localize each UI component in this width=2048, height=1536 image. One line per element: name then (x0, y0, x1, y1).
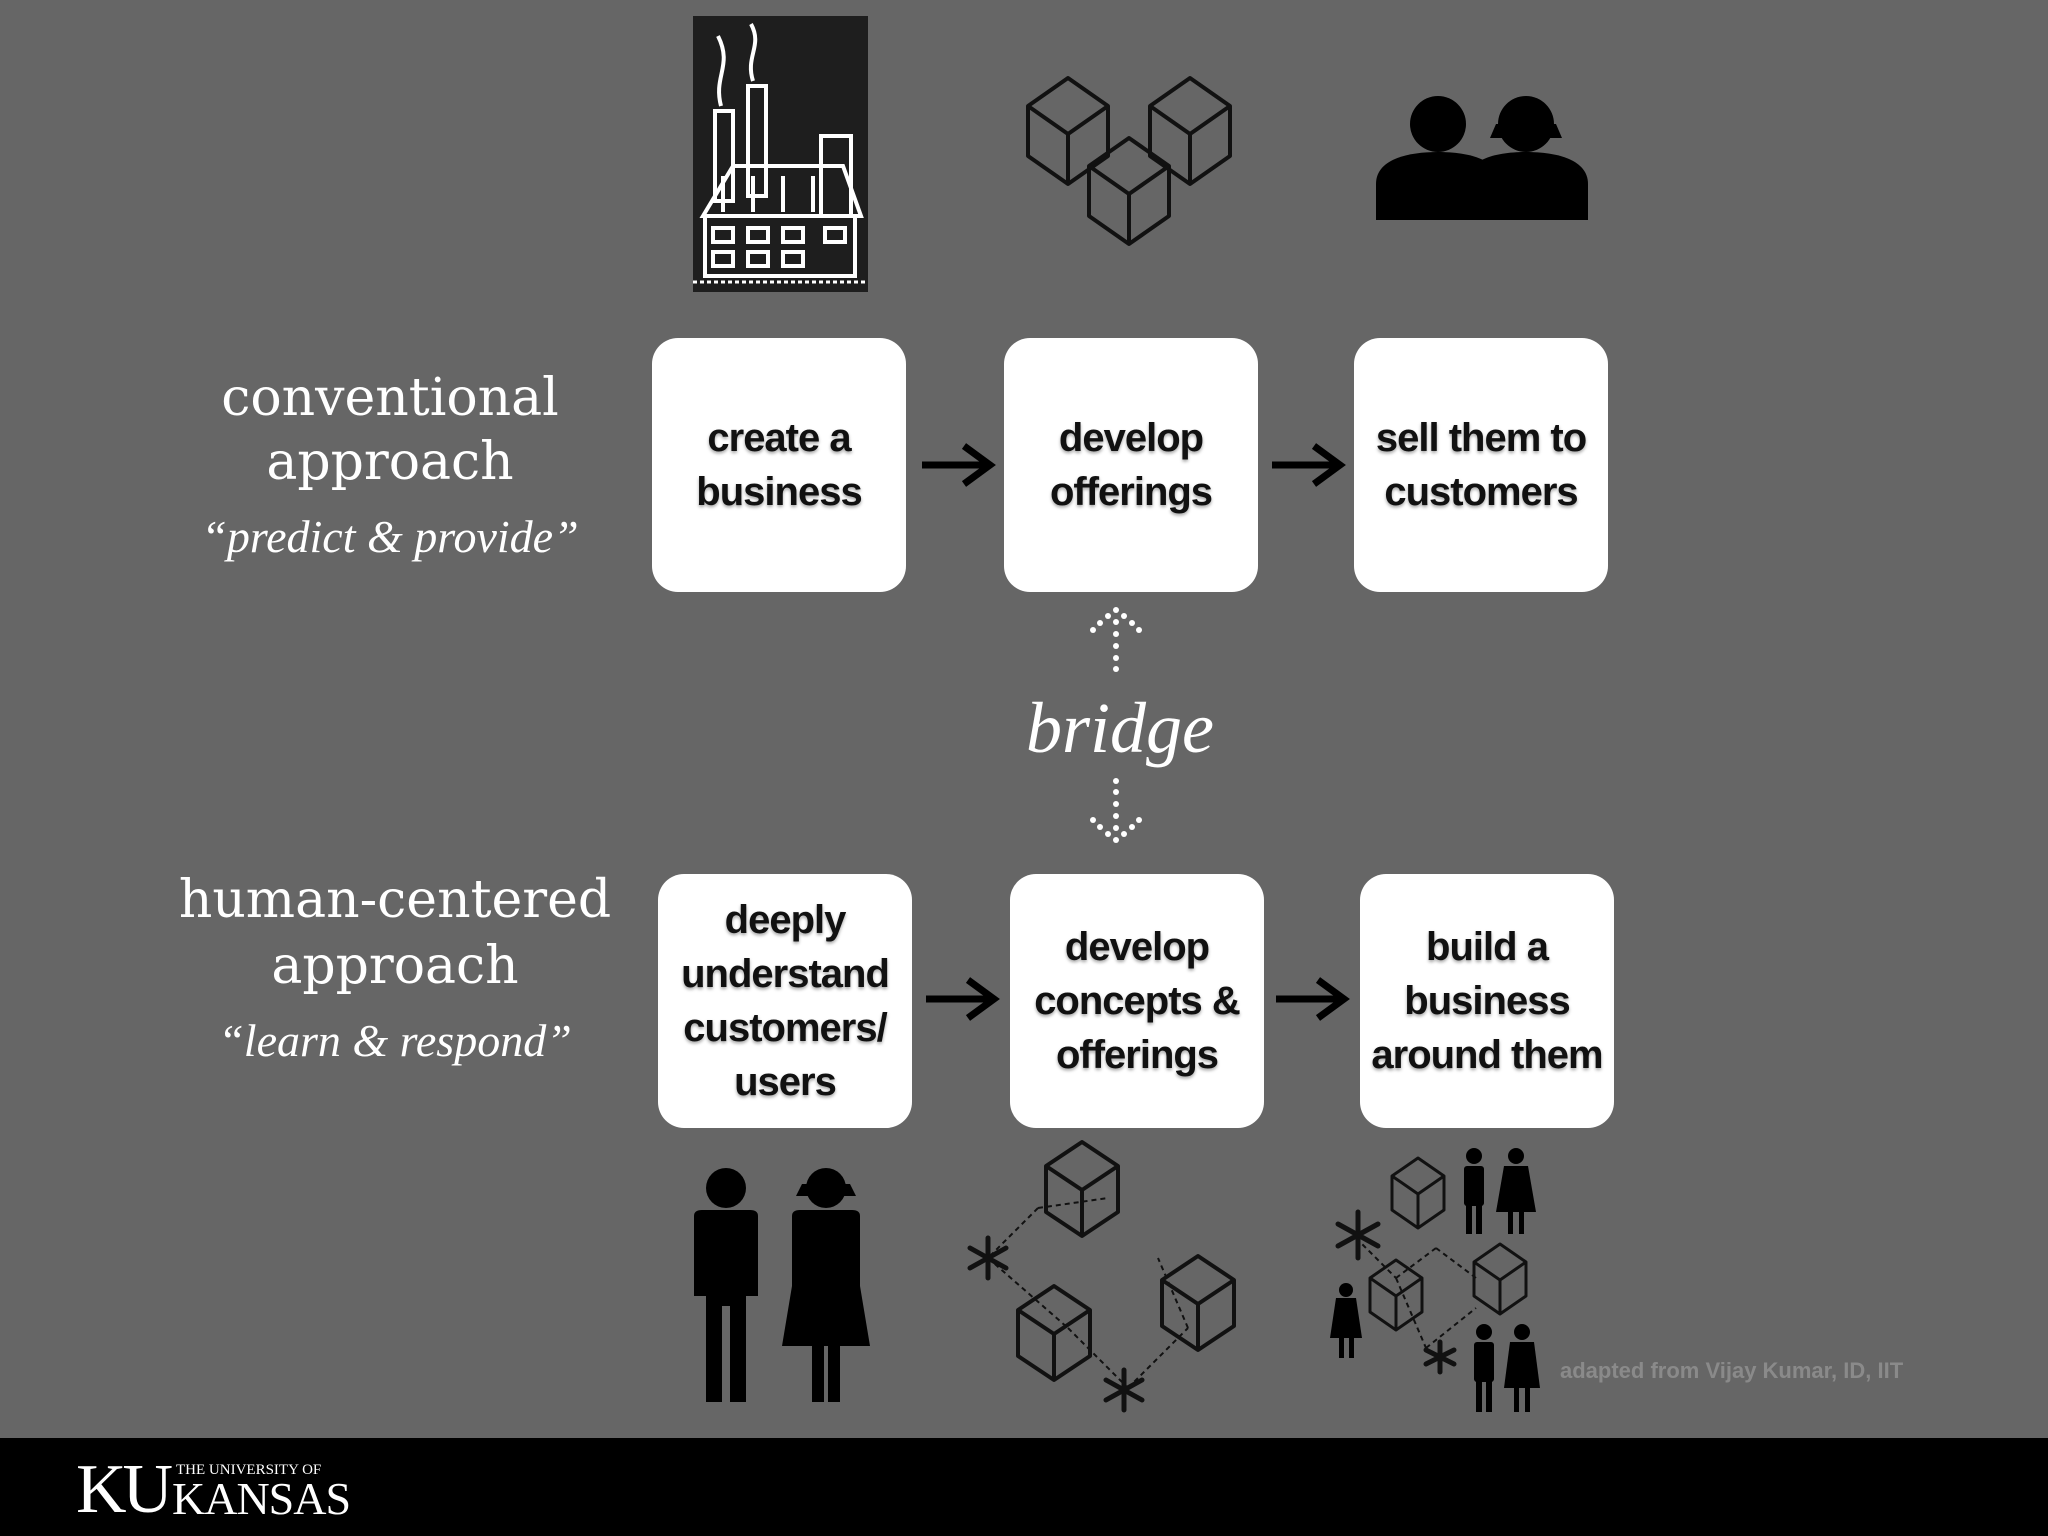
conventional-step-2-box: develop offerings (1004, 338, 1258, 592)
human-centered-title-line1: human-centered (178, 870, 612, 930)
conventional-title-line2: approach (266, 432, 514, 492)
human-centered-step-2-label: develop concepts & offerings (1034, 925, 1241, 1077)
human-centered-step-1-box: deeply understand customers/ users (658, 874, 912, 1128)
customers-silhouette-icon (1376, 96, 1588, 220)
human-centered-step-3-box: build a business around them (1360, 874, 1614, 1128)
footer-bar (0, 1438, 2048, 1536)
human-centered-subtitle: “learn & respond” (218, 1015, 572, 1066)
conventional-step-3-label: sell them to customers (1375, 416, 1587, 514)
ku-logo-small-text: THE UNIVERSITY OF (176, 1462, 322, 1478)
cubes-network-icon (967, 1140, 1236, 1413)
conventional-step-1-label: create a business (696, 416, 862, 514)
conventional-title-line1: conventional (221, 368, 559, 428)
factory-icon (693, 16, 868, 292)
human-centered-step-3-label: build a business around them (1371, 925, 1603, 1077)
cubes-icon (1026, 76, 1232, 246)
human-centered-step-2-box: develop concepts & offerings (1010, 874, 1264, 1128)
conventional-subtitle: “predict & provide” (201, 511, 579, 562)
bridge-label: bridge (1026, 688, 1214, 768)
human-centered-step-1-label: deeply understand customers/ users (681, 898, 890, 1104)
dotted-down-arrow-icon (1090, 778, 1142, 843)
conventional-step-2-label: develop offerings (1049, 416, 1213, 514)
dotted-up-arrow-icon (1090, 607, 1142, 672)
arrow-right-icon (922, 443, 996, 487)
arrow-right-icon (926, 977, 1000, 1021)
people-cubes-network-icon (1330, 1148, 1540, 1412)
ku-logo: KU THE UNIVERSITY OF KANSAS (76, 1451, 351, 1528)
human-centered-title-line2: approach (271, 936, 519, 996)
ku-logo-mark: KU (76, 1451, 173, 1528)
conventional-step-1-box: create a business (652, 338, 906, 592)
arrow-right-icon (1276, 977, 1350, 1021)
credit-text: adapted from Vijay Kumar, ID, IIT (1560, 1358, 1904, 1383)
ku-logo-big-text: KANSAS (172, 1473, 351, 1524)
arrow-right-icon (1272, 443, 1346, 487)
man-woman-icon (694, 1168, 870, 1402)
conventional-step-3-box: sell them to customers (1354, 338, 1608, 592)
